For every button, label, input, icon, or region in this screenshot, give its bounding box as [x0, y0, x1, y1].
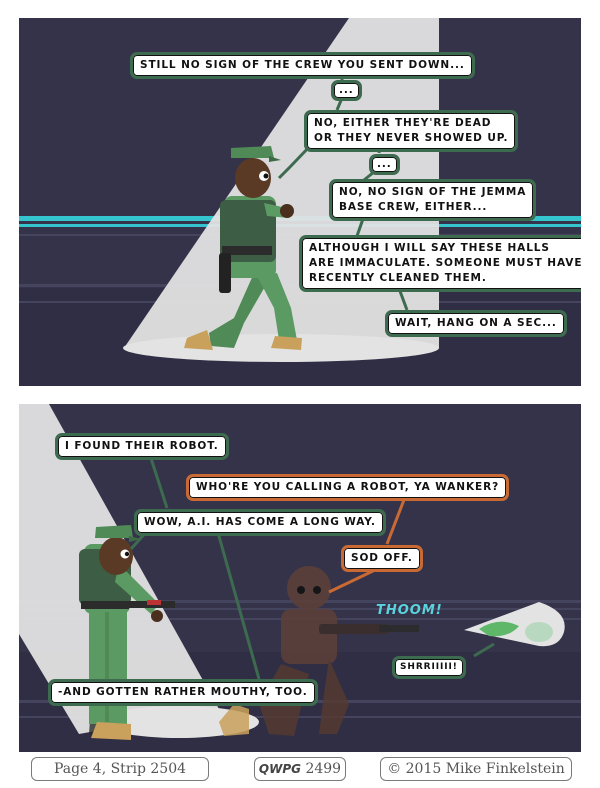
speech-bubble-ellipsis-2: ... — [369, 154, 400, 175]
speech-bubble-2: No, either they're dead or they never sh… — [304, 110, 519, 152]
speech-bubble-ellipsis-1: ... — [331, 80, 362, 101]
speech-bubble-3: Wow, A.I. has come a long way. — [134, 509, 386, 536]
speech-bubble-1: Still no sign of the crew you sent down.… — [130, 52, 475, 79]
panel-2-tails — [129, 451, 495, 680]
bubble-line: base crew, either... — [339, 201, 488, 213]
qwpg-logo: QWPG — [258, 762, 301, 776]
speech-bubble-4: Although I will say these halls are imma… — [299, 235, 581, 292]
sfx-thoom: THOOM! — [376, 603, 443, 618]
footer-page-strip: Page 4, Strip 2504 — [31, 757, 209, 781]
speech-bubble-2: Who're you calling a robot, ya wanker? — [186, 474, 510, 501]
speech-bubble-4: Sod off. — [341, 545, 423, 572]
speech-bubble-5: Wait, hang on a sec... — [385, 310, 567, 337]
bubble-line: Although I will say these halls — [309, 242, 550, 254]
soldier-character — [184, 146, 302, 350]
footer-logo: QWPG 2499 — [254, 757, 346, 781]
bubble-line: are immaculate. Someone must have — [309, 257, 581, 269]
sfx-shrriii: SHRRIIIII! — [392, 656, 466, 679]
bubble-line: No, either they're dead — [314, 117, 492, 129]
comic-panel-1: Still no sign of the crew you sent down.… — [19, 18, 581, 386]
footer-copyright: © 2015 Mike Finkelstein — [380, 757, 572, 781]
speech-bubble-5: -and gotten rather mouthy, too. — [48, 679, 318, 706]
speech-bubble-3: No, no sign of the Jemma base crew, eith… — [329, 179, 537, 221]
bubble-line: No, no sign of the Jemma — [339, 186, 527, 198]
bubble-line: recently cleaned them. — [309, 272, 487, 284]
bubble-line: or they never showed up. — [314, 132, 509, 144]
speech-bubble-1: I found their robot. — [55, 433, 229, 460]
footer-logo-number: 2499 — [305, 761, 342, 777]
comic-panel-2: I found their robot. Who're you calling … — [19, 404, 581, 752]
